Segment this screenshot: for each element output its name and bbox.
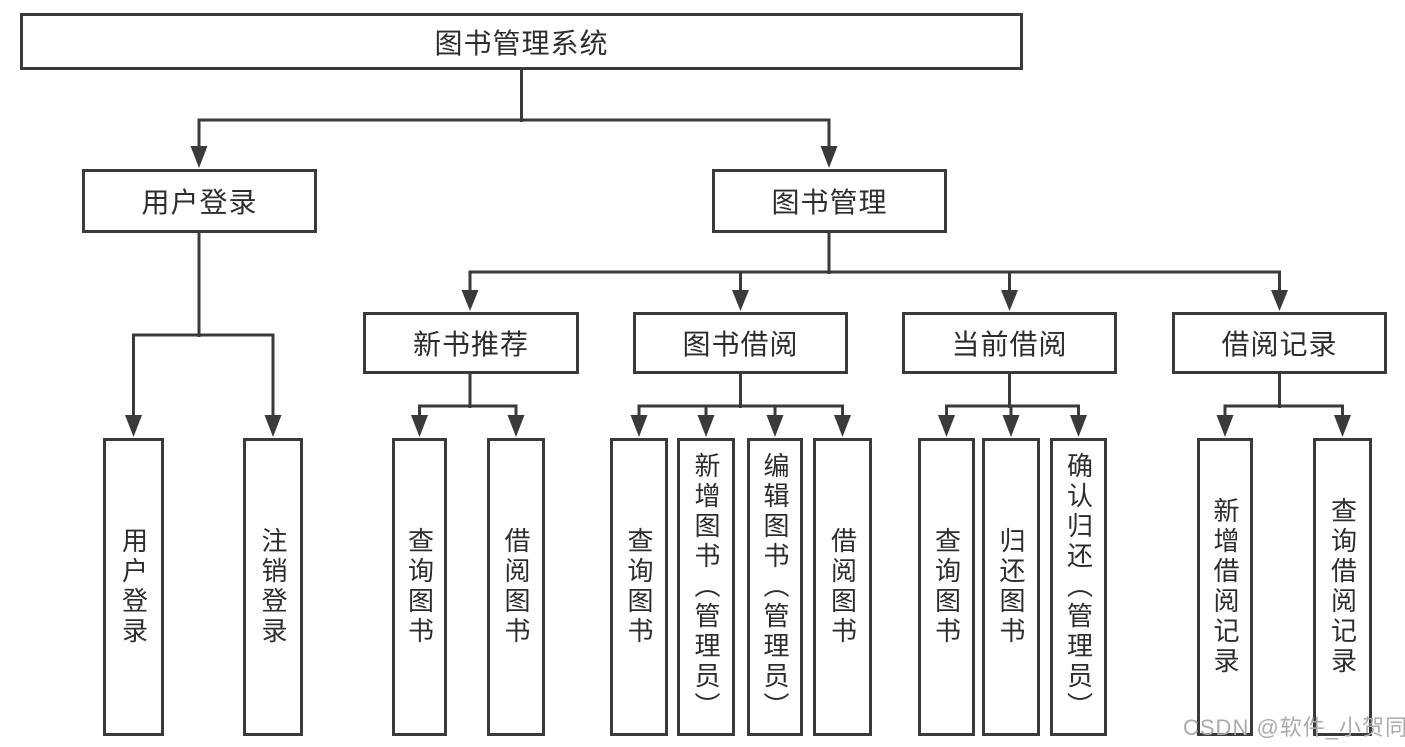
node-user-login: 用户登录: [82, 169, 317, 233]
node-leaf-return-books: 归还图书: [982, 438, 1040, 736]
node-leaf-borrow-books-recommend: 借阅图书: [487, 438, 545, 736]
leaf-label: 查询借阅记录: [1327, 497, 1358, 677]
node-book-borrow-label: 图书借阅: [682, 329, 799, 360]
leaf-label: 借阅图书: [827, 527, 858, 647]
node-leaf-edit-books-admin: 编辑图书（管理员）: [747, 438, 803, 736]
node-root: 图书管理系统: [20, 13, 1023, 70]
node-book-management: 图书管理: [712, 169, 947, 233]
leaf-label: 用户登录: [118, 527, 149, 647]
node-leaf-user-login: 用户登录: [103, 438, 164, 736]
node-leaf-borrow-books: 借阅图书: [813, 438, 872, 736]
connector-paths: [132, 70, 1344, 417]
node-leaf-query-books-borrow: 查询图书: [610, 438, 668, 736]
node-leaf-query-books-recommend: 查询图书: [392, 438, 447, 736]
arrowheads: [125, 146, 1351, 437]
node-current-borrow-label: 当前借阅: [951, 329, 1068, 360]
leaf-label: 借阅图书: [501, 527, 531, 647]
leaf-label: 查询图书: [624, 527, 654, 647]
leaf-label: 注销登录: [258, 527, 288, 647]
node-leaf-add-borrow-record: 新增借阅记录: [1197, 438, 1253, 736]
node-leaf-add-books-admin: 新增图书（管理员）: [677, 438, 735, 736]
node-current-borrow: 当前借阅: [902, 312, 1117, 374]
csdn-watermark: CSDN @软件_小贺同学: [1183, 715, 1405, 740]
node-new-book-recommend: 新书推荐: [363, 312, 579, 374]
leaf-label: 确认归还（管理员）: [1063, 452, 1094, 722]
leaf-label: 查询图书: [931, 527, 962, 647]
node-leaf-logout: 注销登录: [243, 438, 303, 736]
leaf-label: 归还图书: [996, 527, 1026, 647]
node-borrow-records-label: 借阅记录: [1221, 329, 1338, 360]
node-user-login-label: 用户登录: [141, 187, 258, 218]
node-book-borrow: 图书借阅: [633, 312, 848, 374]
node-leaf-query-books-current: 查询图书: [918, 438, 975, 736]
leaf-label: 编辑图书（管理员）: [760, 452, 790, 722]
node-borrow-records: 借阅记录: [1172, 312, 1387, 374]
leaf-label: 查询图书: [404, 527, 435, 647]
node-root-label: 图书管理系统: [434, 27, 609, 59]
node-new-book-recommend-label: 新书推荐: [412, 329, 529, 360]
node-book-management-label: 图书管理: [771, 187, 888, 218]
node-leaf-confirm-return-admin: 确认归还（管理员）: [1050, 438, 1107, 736]
leaf-label: 新增借阅记录: [1210, 497, 1240, 677]
leaf-label: 新增图书（管理员）: [691, 452, 721, 722]
node-leaf-query-borrow-record: 查询借阅记录: [1313, 438, 1372, 736]
